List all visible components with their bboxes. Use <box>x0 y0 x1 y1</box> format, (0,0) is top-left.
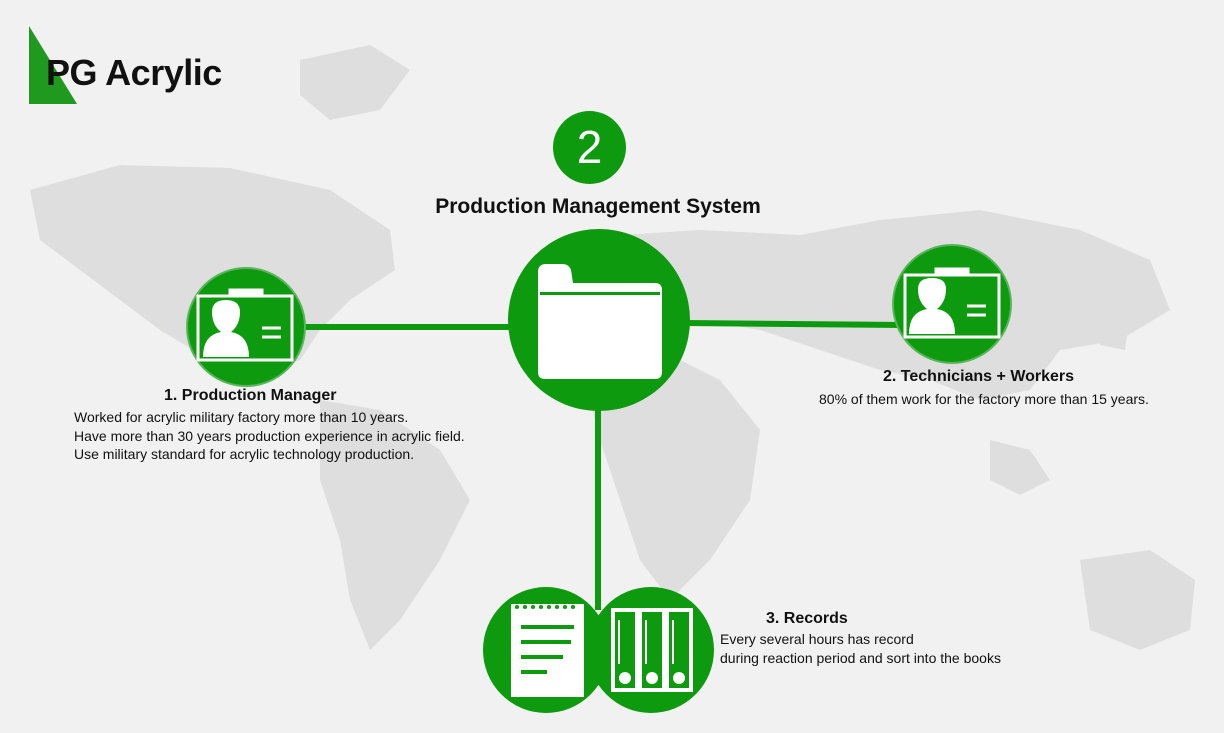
binders-icon <box>611 608 693 692</box>
step-badge: 2 <box>553 111 626 184</box>
description-line: Use military standard for acrylic techno… <box>74 446 415 462</box>
description-line: during reaction period and sort into the… <box>720 649 1001 666</box>
folder-icon <box>538 264 662 379</box>
hub-node <box>508 229 690 411</box>
technicians-description: 80% of them work for the factory more th… <box>819 390 1149 409</box>
id-card-icon <box>903 267 1001 339</box>
description-line: Worked for acrylic military factory more… <box>74 409 409 425</box>
technicians-node <box>892 244 1012 364</box>
records-node <box>483 587 714 713</box>
description-line: Every several hours has record <box>720 631 914 647</box>
logo-triangle <box>29 26 77 104</box>
id-card-icon <box>196 288 294 362</box>
production-manager-description: Worked for acrylic military factory more… <box>74 408 465 464</box>
notepad-icon <box>511 604 584 697</box>
production-manager-heading: 1. Production Manager <box>164 387 337 404</box>
logo-text: PG Acrylic <box>46 52 222 93</box>
description-line: 80% of them work for the factory more th… <box>819 391 1149 407</box>
connector-right <box>684 320 901 328</box>
records-description: Every several hours has record during re… <box>720 630 1001 667</box>
technicians-heading: 2. Technicians + Workers <box>883 368 1075 385</box>
records-heading: 3. Records <box>766 610 848 627</box>
diagram-title: Production Management System <box>435 195 761 218</box>
production-manager-node <box>186 267 306 387</box>
description-line: Have more than 30 years production exper… <box>74 427 465 444</box>
